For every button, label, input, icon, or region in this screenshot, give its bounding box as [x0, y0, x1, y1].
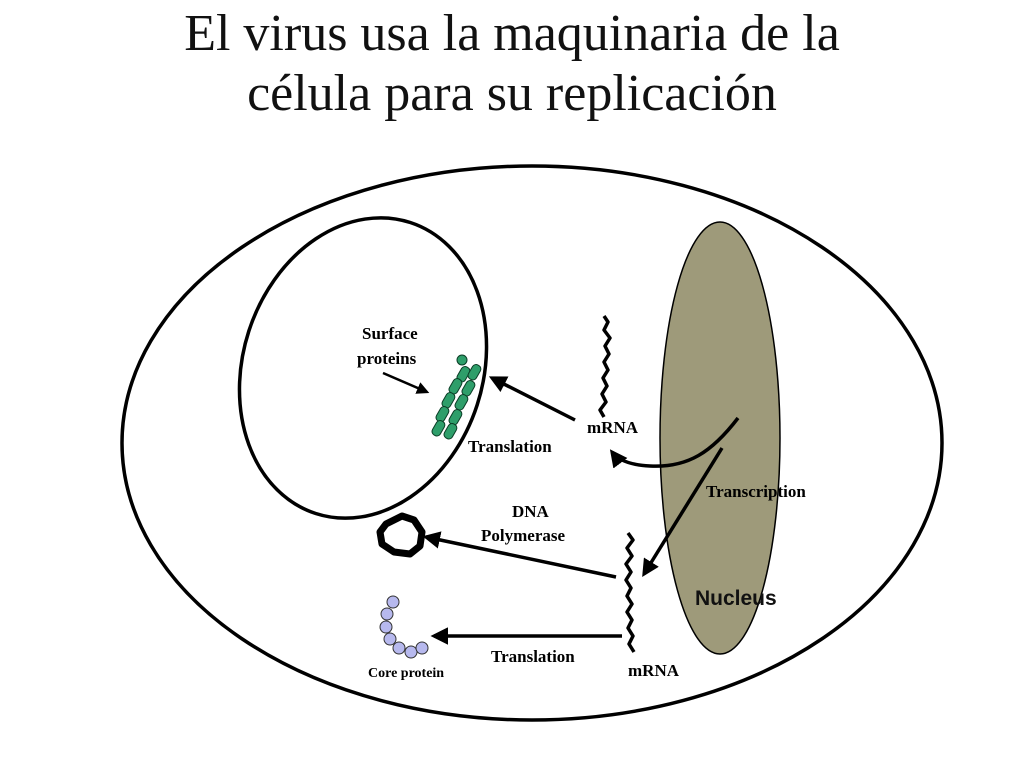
core-protein-icon: [379, 595, 429, 659]
dna-polymerase-arrow: [422, 531, 617, 579]
label-nucleus: Nucleus: [695, 587, 777, 610]
transcription-arrow: [642, 447, 724, 577]
surface-proteins-icon: [431, 354, 482, 440]
label-mrna-bottom: mRNA: [628, 661, 680, 680]
title-line-1: El virus usa la maquinaria de la: [184, 5, 840, 62]
label-polymerase: Polymerase: [481, 526, 565, 545]
mrna-strand-top: [598, 315, 612, 418]
cell-membrane: [120, 164, 944, 722]
slide-title: El virus usa la maquinaria de la célula …: [0, 4, 1024, 124]
label-core-protein: Core protein: [368, 666, 444, 681]
title-line-2: célula para su replicación: [247, 65, 777, 122]
label-mrna-top: mRNA: [587, 418, 639, 437]
label-proteins: proteins: [357, 349, 417, 368]
inner-membrane-loop: [237, 216, 489, 520]
circular-dna-icon: [376, 512, 426, 558]
mrna-strand-bottom: [624, 531, 636, 653]
label-dna: DNA: [512, 502, 550, 521]
label-surface: Surface: [362, 324, 418, 343]
label-translation-bottom: Translation: [491, 647, 575, 666]
label-translation-top: Translation: [468, 437, 552, 456]
label-transcription: Transcription: [706, 482, 806, 501]
surface-proteins-pointer: [382, 371, 430, 394]
transcription-curve-arrow: [609, 416, 740, 469]
translation-arrow-top: [488, 376, 576, 422]
